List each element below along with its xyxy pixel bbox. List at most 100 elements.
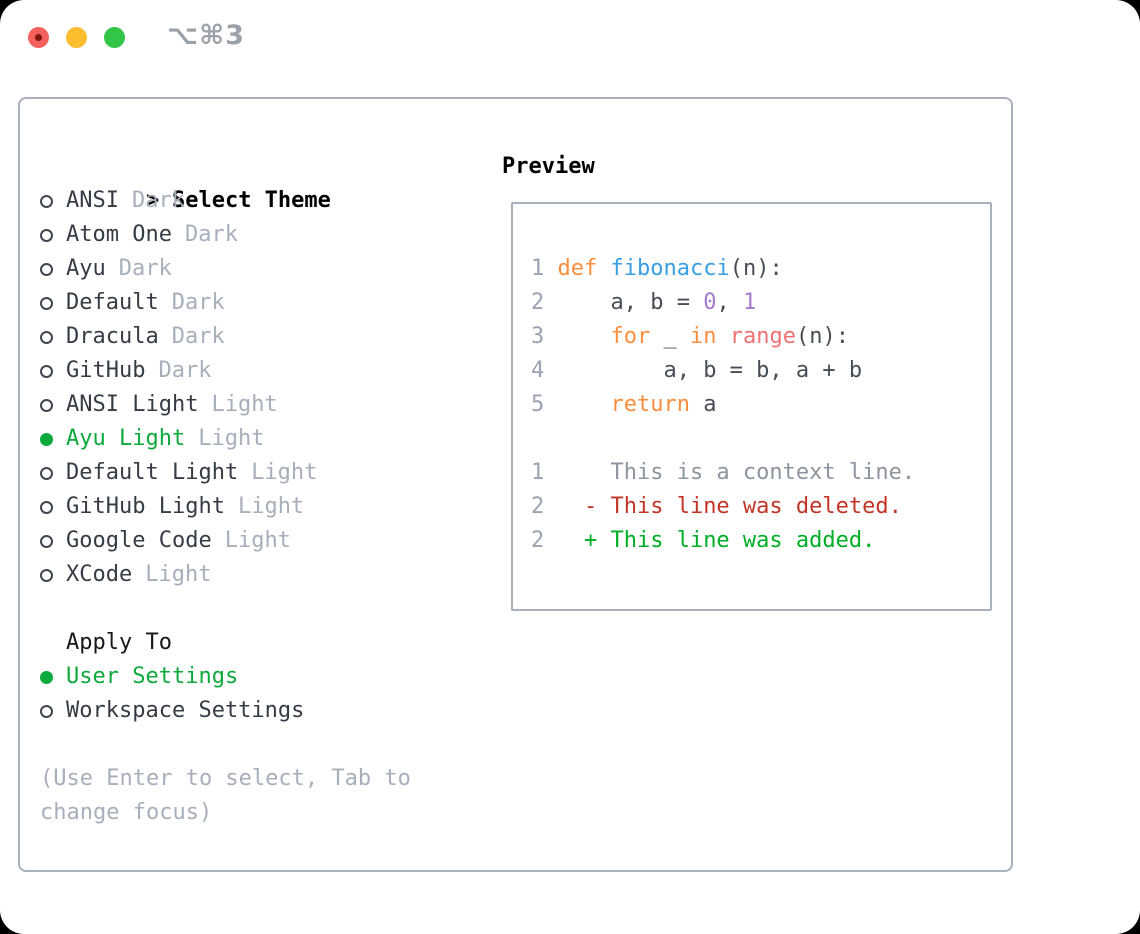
code-token: ,: [716, 290, 743, 315]
titlebar: ⌥⌘3: [0, 0, 1140, 78]
apply-option-label: User Settings: [66, 664, 239, 689]
code-token: _: [650, 324, 690, 349]
theme-name: ANSI: [66, 188, 119, 213]
line-number: 1: [531, 460, 545, 485]
theme-variant-tag: Light: [237, 494, 305, 519]
diff-line: 2 - This line was deleted.: [531, 490, 990, 524]
line-number: 2: [531, 528, 545, 553]
theme-list-title: Select Theme: [171, 188, 331, 213]
code-token: (n):: [795, 324, 849, 349]
window-shortcut-label: ⌥⌘3: [167, 20, 245, 51]
apply-option-label: Workspace Settings: [66, 698, 305, 723]
theme-name: Ayu Light: [66, 426, 186, 451]
code-line: 5 return a: [531, 388, 990, 422]
code-token: 0: [703, 290, 717, 315]
theme-name: ANSI Light: [66, 392, 199, 417]
blank-line: [531, 422, 990, 456]
code-token: return: [610, 392, 690, 417]
theme-variant-tag: Dark: [131, 188, 185, 213]
hint-line: change focus): [40, 800, 213, 825]
spacer: [40, 728, 490, 762]
theme-variant-tag: Dark: [158, 358, 212, 383]
close-button-dot: [35, 34, 42, 41]
code-token: for: [610, 324, 651, 349]
code-token: [544, 324, 610, 349]
theme-option-ayu[interactable]: Ayu Dark: [40, 252, 490, 286]
theme-variant-tag: Light: [251, 460, 318, 485]
code-token: range: [729, 324, 796, 349]
theme-option-google-code[interactable]: Google Code Light: [40, 524, 490, 558]
radio-icon: [40, 263, 53, 276]
diff-preview: 1 This is a context line.2 - This line w…: [531, 456, 990, 558]
code-token: [597, 256, 610, 281]
theme-variant-tag: Dark: [118, 256, 172, 281]
theme-name: Google Code: [66, 528, 212, 553]
line-number: 2: [531, 290, 545, 315]
radio-icon: [40, 467, 53, 480]
line-number: 2: [531, 494, 545, 519]
radio-selected-icon: [40, 433, 53, 446]
code-token: 1: [742, 290, 757, 315]
line-number: 1: [531, 256, 545, 281]
radio-icon: [40, 705, 53, 718]
theme-variant-tag: Light: [145, 562, 212, 587]
code-token: in: [689, 324, 717, 349]
theme-option-github[interactable]: GitHub Dark: [40, 354, 490, 388]
line-number: 3: [531, 324, 545, 349]
code-token: a, b =: [544, 290, 704, 315]
minimize-button[interactable]: [66, 27, 87, 48]
diff-text: + This line was added.: [544, 528, 876, 553]
theme-name: Default Light: [66, 460, 239, 485]
diff-line: 2 + This line was added.: [531, 524, 990, 558]
radio-selected-icon: [40, 671, 53, 684]
apply-to-header: Apply To: [66, 630, 172, 655]
radio-icon: [40, 501, 53, 514]
theme-name: Dracula: [66, 324, 159, 349]
apply-option-user-settings[interactable]: User Settings: [40, 660, 490, 694]
code-token: [544, 392, 610, 417]
radio-icon: [40, 569, 53, 582]
theme-variant-tag: Dark: [171, 324, 225, 349]
maximize-button[interactable]: [104, 27, 125, 48]
radio-icon: [40, 399, 53, 412]
theme-option-dracula[interactable]: Dracula Dark: [40, 320, 490, 354]
theme-variant-tag: Dark: [184, 222, 238, 247]
diff-line: 1 This is a context line.: [531, 456, 990, 490]
radio-icon: [40, 229, 53, 242]
close-button[interactable]: [28, 27, 49, 48]
code-preview: 1 def fibonacci(n): 2 a, b = 0, 1 3 for _ …: [531, 252, 990, 422]
spacer: [40, 592, 490, 626]
code-token: (n):: [729, 256, 783, 281]
radio-icon: [40, 535, 53, 548]
theme-variant-tag: Light: [224, 528, 291, 553]
code-token: a: [689, 392, 717, 417]
theme-option-default-light[interactable]: Default Light Light: [40, 456, 490, 490]
select-theme-header: >Select Theme: [40, 150, 490, 213]
code-line: 1 def fibonacci(n):: [531, 252, 990, 286]
radio-icon: [40, 195, 53, 208]
line-number: 4: [531, 358, 545, 383]
code-line: 3 for _ in range(n):: [531, 320, 990, 354]
preview-title: Preview: [502, 154, 595, 179]
code-token: [716, 324, 729, 349]
theme-name: Ayu: [66, 256, 106, 281]
radio-icon: [40, 365, 53, 378]
radio-icon: [40, 331, 53, 344]
preview-box: 1 def fibonacci(n): 2 a, b = 0, 1 3 for _ …: [511, 202, 992, 611]
apply-option-workspace-settings[interactable]: Workspace Settings: [40, 694, 490, 728]
traffic-lights: [28, 27, 125, 48]
theme-variant-tag: Dark: [171, 290, 225, 315]
theme-option-ansi[interactable]: ANSI Dark: [40, 184, 490, 218]
theme-name: GitHub: [66, 358, 146, 383]
line-number: 5: [531, 392, 545, 417]
